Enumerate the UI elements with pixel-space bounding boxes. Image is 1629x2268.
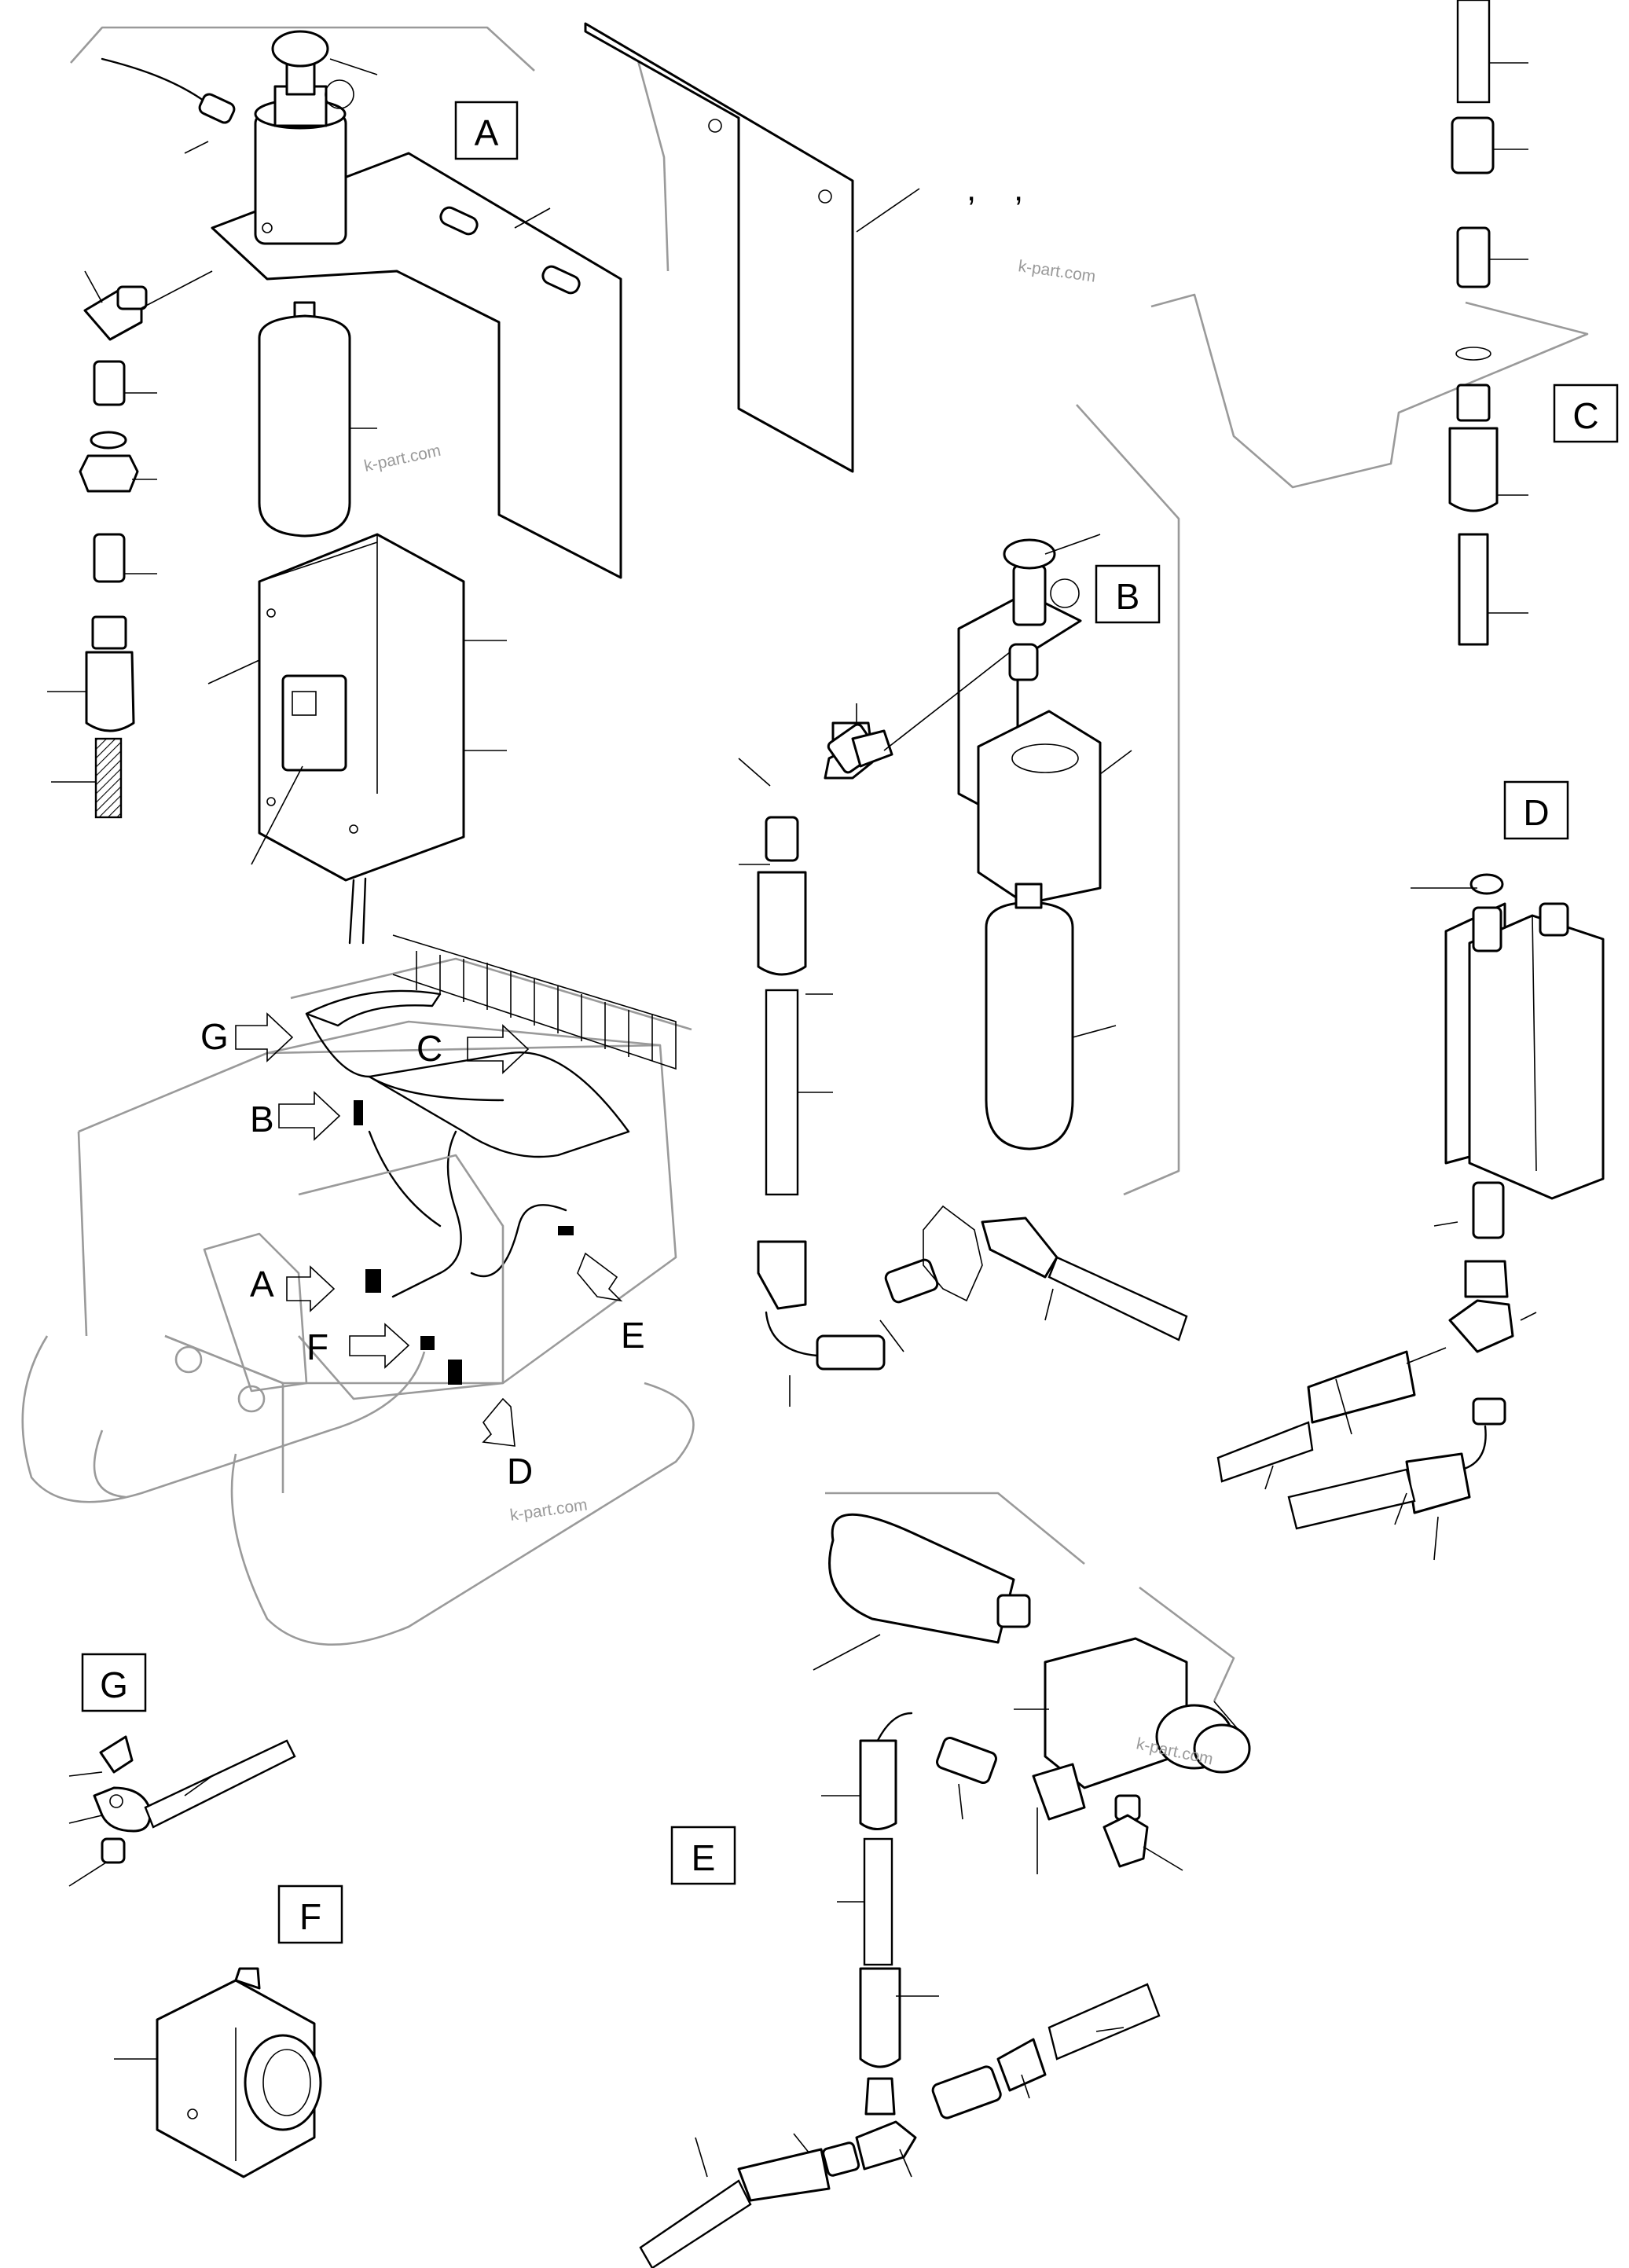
view-label-f: F [299,1896,321,1937]
watermark-3: k-part.com [508,1495,588,1525]
stray-mark-1: , [967,170,976,208]
view-label-d: D [1523,792,1549,833]
control-box [258,533,465,882]
view-g-assembly: G [68,1653,296,1887]
view-d-assembly: D [1216,780,1605,1561]
fitting-stack-a [79,285,148,819]
machine-arrow-d: D [507,1451,533,1492]
machine-overview: G C B A F D E k-part.com [21,934,695,1646]
view-c-assembly: C k-part.com [1017,0,1619,646]
machine-arrow-c: C [416,1028,442,1069]
view-b-assembly: B [738,404,1188,1407]
view-label-a: A [475,112,499,153]
view-label-g: G [100,1664,128,1705]
mounting-plate [584,22,854,473]
valve-head [254,30,354,245]
radiator-rack [392,934,677,1070]
gas-cylinder-a [258,301,351,538]
view-e-assembly: E k-part.com [639,1492,1251,2268]
view-f-assembly: F [114,1884,343,2178]
machine-arrow-b: B [250,1099,274,1140]
view-a-assembly: , , [47,22,1023,945]
machine-arrow-e: E [621,1315,645,1356]
watermark-1: k-part.com [362,442,442,475]
watermark-2: k-part.com [1017,257,1096,286]
mounting-bracket [211,152,622,579]
machine-arrow-f: F [306,1327,328,1367]
view-label-b: B [1116,576,1140,617]
view-label-c: C [1572,395,1598,436]
machine-arrow-a: A [250,1264,274,1305]
view-label-e: E [692,1837,716,1878]
stray-mark-2: , [1014,170,1023,208]
machine-arrow-g: G [200,1016,229,1057]
cable-connector [198,93,236,124]
